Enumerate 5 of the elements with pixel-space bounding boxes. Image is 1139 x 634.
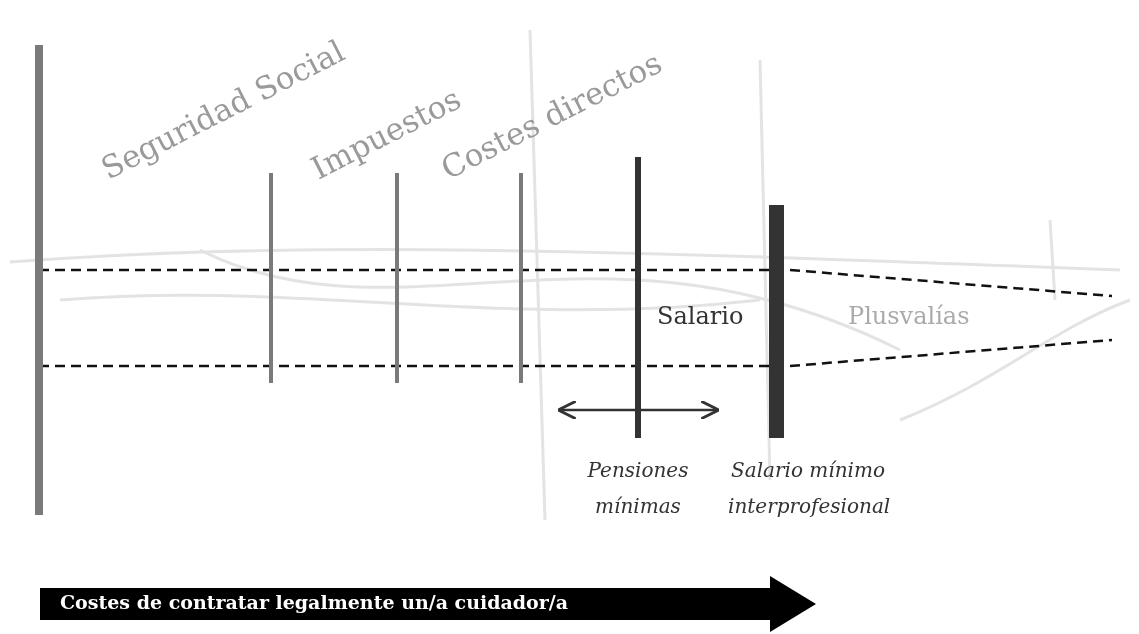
arrow-label: Costes de contratar legalmente un/a cuidador/a (60, 591, 569, 614)
band-label: Salario (657, 302, 744, 331)
band-label: Plusvalías (848, 302, 970, 331)
marker-label: Pensiones mínimas (586, 457, 690, 520)
marker-label: Salario mínimo interprofesional (728, 457, 888, 520)
